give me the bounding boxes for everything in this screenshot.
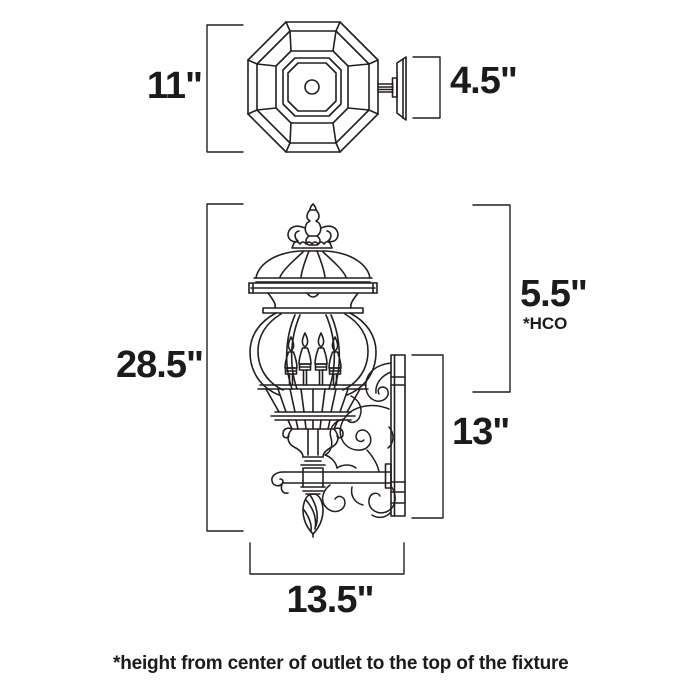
mount-arm [271,467,392,495]
bracket-5-5 [472,204,511,393]
bracket-11 [206,24,244,153]
dim-label-top-width: 11" [146,65,203,107]
front-view-drawing [248,203,406,538]
bracket-4-5 [412,56,441,119]
candelabra-bulbs [284,332,342,386]
footnote-text: *height from center of outlet to the top… [113,653,569,674]
bracket-28-5 [206,203,244,532]
dimension-brackets [206,24,511,575]
dim-label-projection: 4.5" [450,60,518,102]
dim-label-overall-width: 13.5" [286,579,375,621]
bracket-13 [411,354,444,519]
lower-basket [257,384,369,469]
bracket-13-5 [249,542,405,575]
dim-label-overall-height: 28.5" [116,344,204,386]
dim-label-backplate-height: 13" [452,411,510,453]
hco-note: *HCO [523,314,568,333]
octagon-roof [247,21,379,153]
dim-label-outlet-to-top: 5.5" [520,273,588,315]
dome-cap [248,250,378,314]
glass-cage [249,312,377,396]
wall-backplate [384,354,406,517]
finial-top-circle [304,79,320,95]
top-view-drawing [247,21,407,153]
top-view-mount [377,56,407,121]
top-finial [287,203,339,249]
scrollwork [321,362,396,519]
tail-finial [302,493,324,538]
